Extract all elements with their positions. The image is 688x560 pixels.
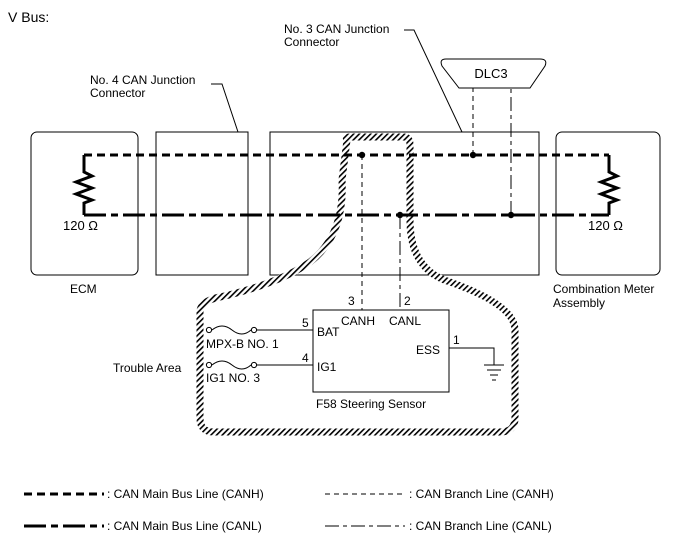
dlc3-label: DLC3 bbox=[474, 66, 507, 81]
ground-icon bbox=[484, 364, 504, 381]
legend: : CAN Main Bus Line (CANH) : CAN Main Bu… bbox=[24, 487, 554, 533]
main-bus-canh bbox=[82, 153, 611, 168]
legend-branch-canh-label: : CAN Branch Line (CANH) bbox=[409, 487, 554, 501]
legend-main-canl-label: : CAN Main Bus Line (CANL) bbox=[107, 519, 262, 533]
junction-3-label-line1: No. 3 CAN Junction bbox=[284, 22, 389, 36]
fuse-mpx-b-icon bbox=[205, 325, 258, 335]
pin-bat-number: 5 bbox=[302, 316, 309, 330]
ecm-label: ECM bbox=[70, 282, 97, 296]
ecm-box bbox=[30, 131, 139, 276]
ecm-resistor bbox=[71, 168, 97, 205]
legend-main-canh-label: : CAN Main Bus Line (CANH) bbox=[107, 487, 264, 501]
steering-sensor-box bbox=[312, 309, 450, 393]
trouble-area-label: Trouble Area bbox=[113, 361, 182, 375]
fuse-mpx-b-label: MPX-B NO. 1 bbox=[206, 337, 279, 351]
junction-4-leader bbox=[211, 83, 239, 133]
pin-canh-number: 3 bbox=[348, 294, 355, 308]
pin-canl-label: CANL bbox=[389, 314, 421, 328]
trouble-area-outline bbox=[196, 133, 519, 436]
ess-wire bbox=[449, 347, 495, 365]
junction-4-label-line1: No. 4 CAN Junction bbox=[90, 73, 195, 87]
fuse-ig1-icon bbox=[205, 360, 258, 370]
meter-label-line1: Combination Meter bbox=[553, 282, 654, 296]
diagram-title: V Bus: bbox=[8, 9, 49, 25]
pin-ig1-label: IG1 bbox=[317, 360, 337, 374]
fuse-ig1-label: IG1 NO. 3 bbox=[206, 371, 260, 385]
pin-canl-number: 2 bbox=[404, 294, 411, 308]
meter-resistor bbox=[596, 168, 622, 205]
dlc3-connector bbox=[440, 58, 547, 89]
pin-canh-label: CANH bbox=[341, 314, 375, 328]
junction-3-label-line2: Connector bbox=[284, 35, 339, 49]
meter-resistor-label: 120 Ω bbox=[588, 218, 623, 233]
legend-branch-canl-label: : CAN Branch Line (CANL) bbox=[409, 519, 552, 533]
junction-4-box bbox=[155, 131, 249, 276]
junction-3-box bbox=[269, 131, 540, 276]
meter-label-line2: Assembly bbox=[553, 296, 605, 310]
ecm-resistor-label: 120 Ω bbox=[63, 218, 98, 233]
junction-4-label-line2: Connector bbox=[90, 86, 145, 100]
pin-ess-label: ESS bbox=[416, 343, 440, 357]
pin-ess-number: 1 bbox=[453, 333, 460, 347]
pin-bat-label: BAT bbox=[317, 325, 340, 339]
pin-ig1-number: 4 bbox=[302, 351, 309, 365]
meter-box bbox=[555, 131, 661, 276]
junction-3-leader bbox=[404, 29, 463, 133]
sensor-name: F58 Steering Sensor bbox=[316, 397, 426, 411]
main-bus-canl bbox=[82, 205, 611, 217]
